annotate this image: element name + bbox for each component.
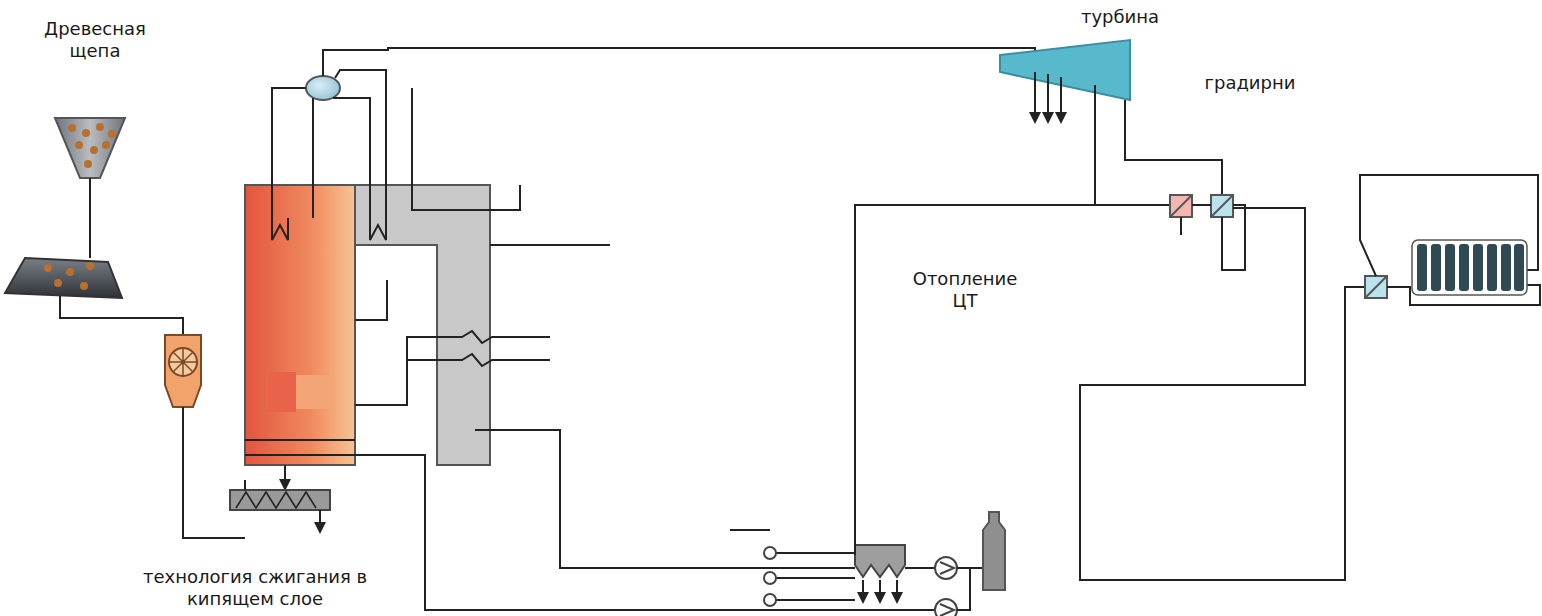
- boiler-label: технология сжигания в кипящем слое: [120, 566, 390, 610]
- fuel-label: Древесная щепа: [30, 18, 160, 62]
- cooling-tower-label: градирни: [1190, 72, 1310, 94]
- turbine-label: турбина: [1060, 6, 1180, 28]
- heating-label: Отопление ЦТ: [905, 268, 1025, 312]
